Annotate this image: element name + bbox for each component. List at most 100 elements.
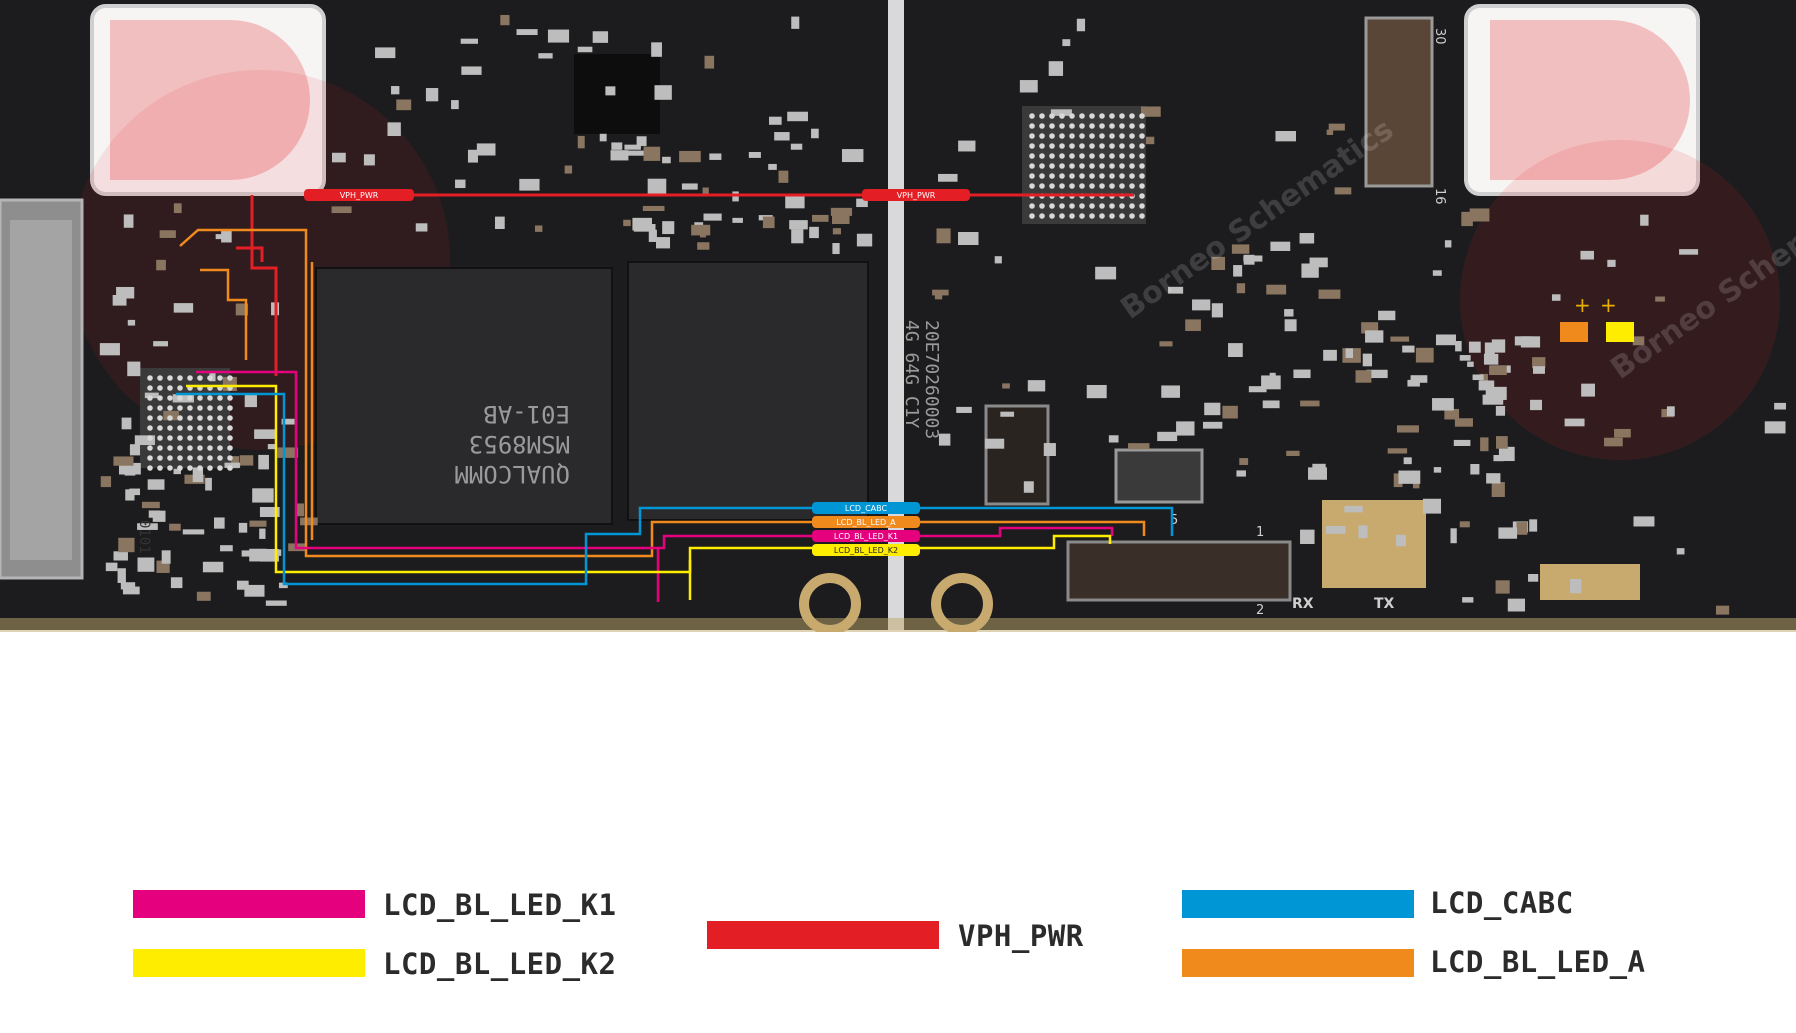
bga-ball (1109, 183, 1115, 189)
bga-ball (1129, 203, 1135, 209)
smd-part (1564, 418, 1585, 427)
bga-ball (1069, 213, 1075, 219)
smd-part (642, 205, 665, 211)
bga-ball (227, 395, 233, 401)
smd-part (259, 506, 280, 518)
smd-part (153, 341, 169, 347)
bga-ball (207, 445, 213, 451)
smd-part (769, 116, 782, 125)
bga-ball (1049, 143, 1055, 149)
smd-part (1323, 349, 1337, 361)
bga-ball (1069, 113, 1075, 119)
smd-part (1312, 463, 1326, 479)
bga-ball (1049, 173, 1055, 179)
smd-part (277, 447, 299, 458)
smd-part (331, 206, 352, 214)
smd-part (117, 568, 126, 583)
smd-part (1495, 580, 1510, 594)
bga-ball (217, 395, 223, 401)
bga-ball (167, 405, 173, 411)
smd-part (681, 183, 698, 190)
smd-part (1266, 284, 1287, 295)
smd-part (1204, 402, 1221, 416)
smd-part (1211, 303, 1223, 318)
bga-ball (217, 425, 223, 431)
smd-part (1270, 241, 1291, 251)
smd-part (1580, 250, 1594, 260)
smd-part (205, 477, 212, 491)
smd-part (1366, 369, 1388, 379)
bga-ball (167, 375, 173, 381)
legend-label-lcd-cabc: LCD_CABC (1430, 886, 1574, 920)
smd-part (1390, 336, 1410, 342)
bga-ball (217, 415, 223, 421)
smd-part (1269, 372, 1276, 383)
bga-ball (207, 375, 213, 381)
smd-part (1309, 257, 1328, 268)
smd-part (1462, 597, 1474, 603)
bga-ball (197, 395, 203, 401)
smd-part (956, 406, 972, 413)
smd-part (1396, 534, 1406, 547)
smd-part (1478, 380, 1495, 391)
smd-part (1516, 522, 1528, 535)
bga-ball (1139, 203, 1145, 209)
smd-part (1679, 249, 1699, 255)
bga-ball (1079, 203, 1085, 209)
bga-ball (207, 405, 213, 411)
bga-ball (1069, 123, 1075, 129)
bga-ball (1139, 133, 1145, 139)
smd-part (173, 468, 181, 475)
bga-ball (1079, 173, 1085, 179)
memory-chip (627, 261, 869, 521)
smd-part (1491, 482, 1505, 497)
smd-part (1435, 334, 1456, 346)
smd-part (239, 455, 254, 466)
bga-ball (227, 455, 233, 461)
bga-ball (1109, 203, 1115, 209)
bga-ball (1139, 173, 1145, 179)
bga-ball (1099, 203, 1105, 209)
silk-marking-tx: TX (1374, 596, 1395, 612)
bga-ball (197, 425, 203, 431)
smd-part (1483, 353, 1499, 365)
smd-part (791, 229, 804, 244)
tag-lcd-bl-led-k1: LCD_BL_LED_K1 (812, 530, 920, 542)
smd-components (99, 14, 1786, 615)
smd-part (709, 153, 722, 160)
smd-part (173, 203, 182, 214)
smd-part (173, 303, 194, 313)
smd-part (516, 29, 538, 36)
bga-ball (177, 455, 183, 461)
smd-part (1532, 357, 1546, 369)
smd-part (643, 146, 661, 161)
smd-part (1422, 498, 1442, 514)
bga-ball (207, 465, 213, 471)
smd-part (375, 47, 396, 59)
bga-ball (1109, 163, 1115, 169)
bga-ball (157, 405, 163, 411)
smd-part (249, 520, 267, 527)
bga-ball (1129, 143, 1135, 149)
smd-part (252, 488, 274, 503)
smd-part (461, 66, 482, 75)
smd-part (391, 86, 400, 95)
legend-label-vph-pwr: VPH_PWR (958, 919, 1084, 953)
smd-part (830, 207, 853, 216)
smd-part (476, 143, 496, 156)
bga-ball (1139, 153, 1145, 159)
smd-part (547, 29, 570, 43)
gold-pad (1322, 500, 1426, 588)
bga-ball (187, 375, 193, 381)
smd-part (134, 435, 155, 446)
smd-part (812, 214, 829, 222)
silk-marking-16: 16 (1432, 188, 1447, 205)
smd-part (538, 53, 553, 59)
smd-part (774, 132, 790, 141)
legend-swatch-led-a (1182, 949, 1414, 977)
bga-ball (1139, 143, 1145, 149)
smd-part (633, 224, 656, 232)
board-bottom-edge (0, 618, 1796, 632)
silk-marking-30: 30 (1432, 28, 1447, 45)
smd-part (1432, 398, 1454, 411)
